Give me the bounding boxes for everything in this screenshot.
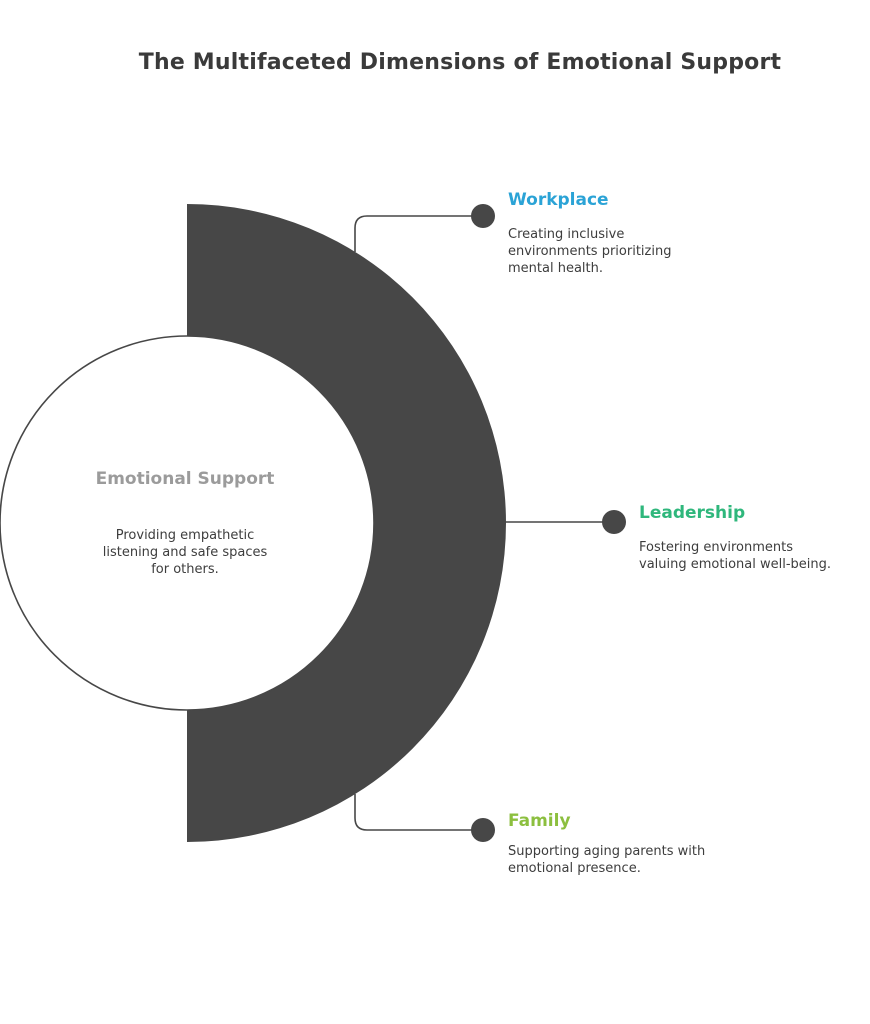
family-description: Supporting aging parents with emotional …	[508, 844, 706, 876]
half-ring-arc	[187, 204, 506, 842]
connector-family	[354, 794, 483, 831]
leadership-description: Fostering environments valuing emotional…	[639, 540, 832, 572]
workplace-description: Creating inclusive environments prioriti…	[508, 227, 672, 276]
center-description: Providing empathetic listening and safe …	[102, 528, 268, 577]
workplace-title: Workplace	[508, 190, 609, 210]
center-title: Emotional Support	[95, 469, 275, 489]
family-title: Family	[508, 811, 571, 831]
connector-workplace	[354, 215, 483, 252]
dot-workplace	[471, 204, 495, 228]
dot-family	[471, 818, 495, 842]
diagram-title: The Multifaceted Dimensions of Emotional…	[138, 50, 782, 75]
center-circle	[0, 335, 375, 711]
leadership-title: Leadership	[639, 503, 746, 523]
dot-leadership	[602, 510, 626, 534]
